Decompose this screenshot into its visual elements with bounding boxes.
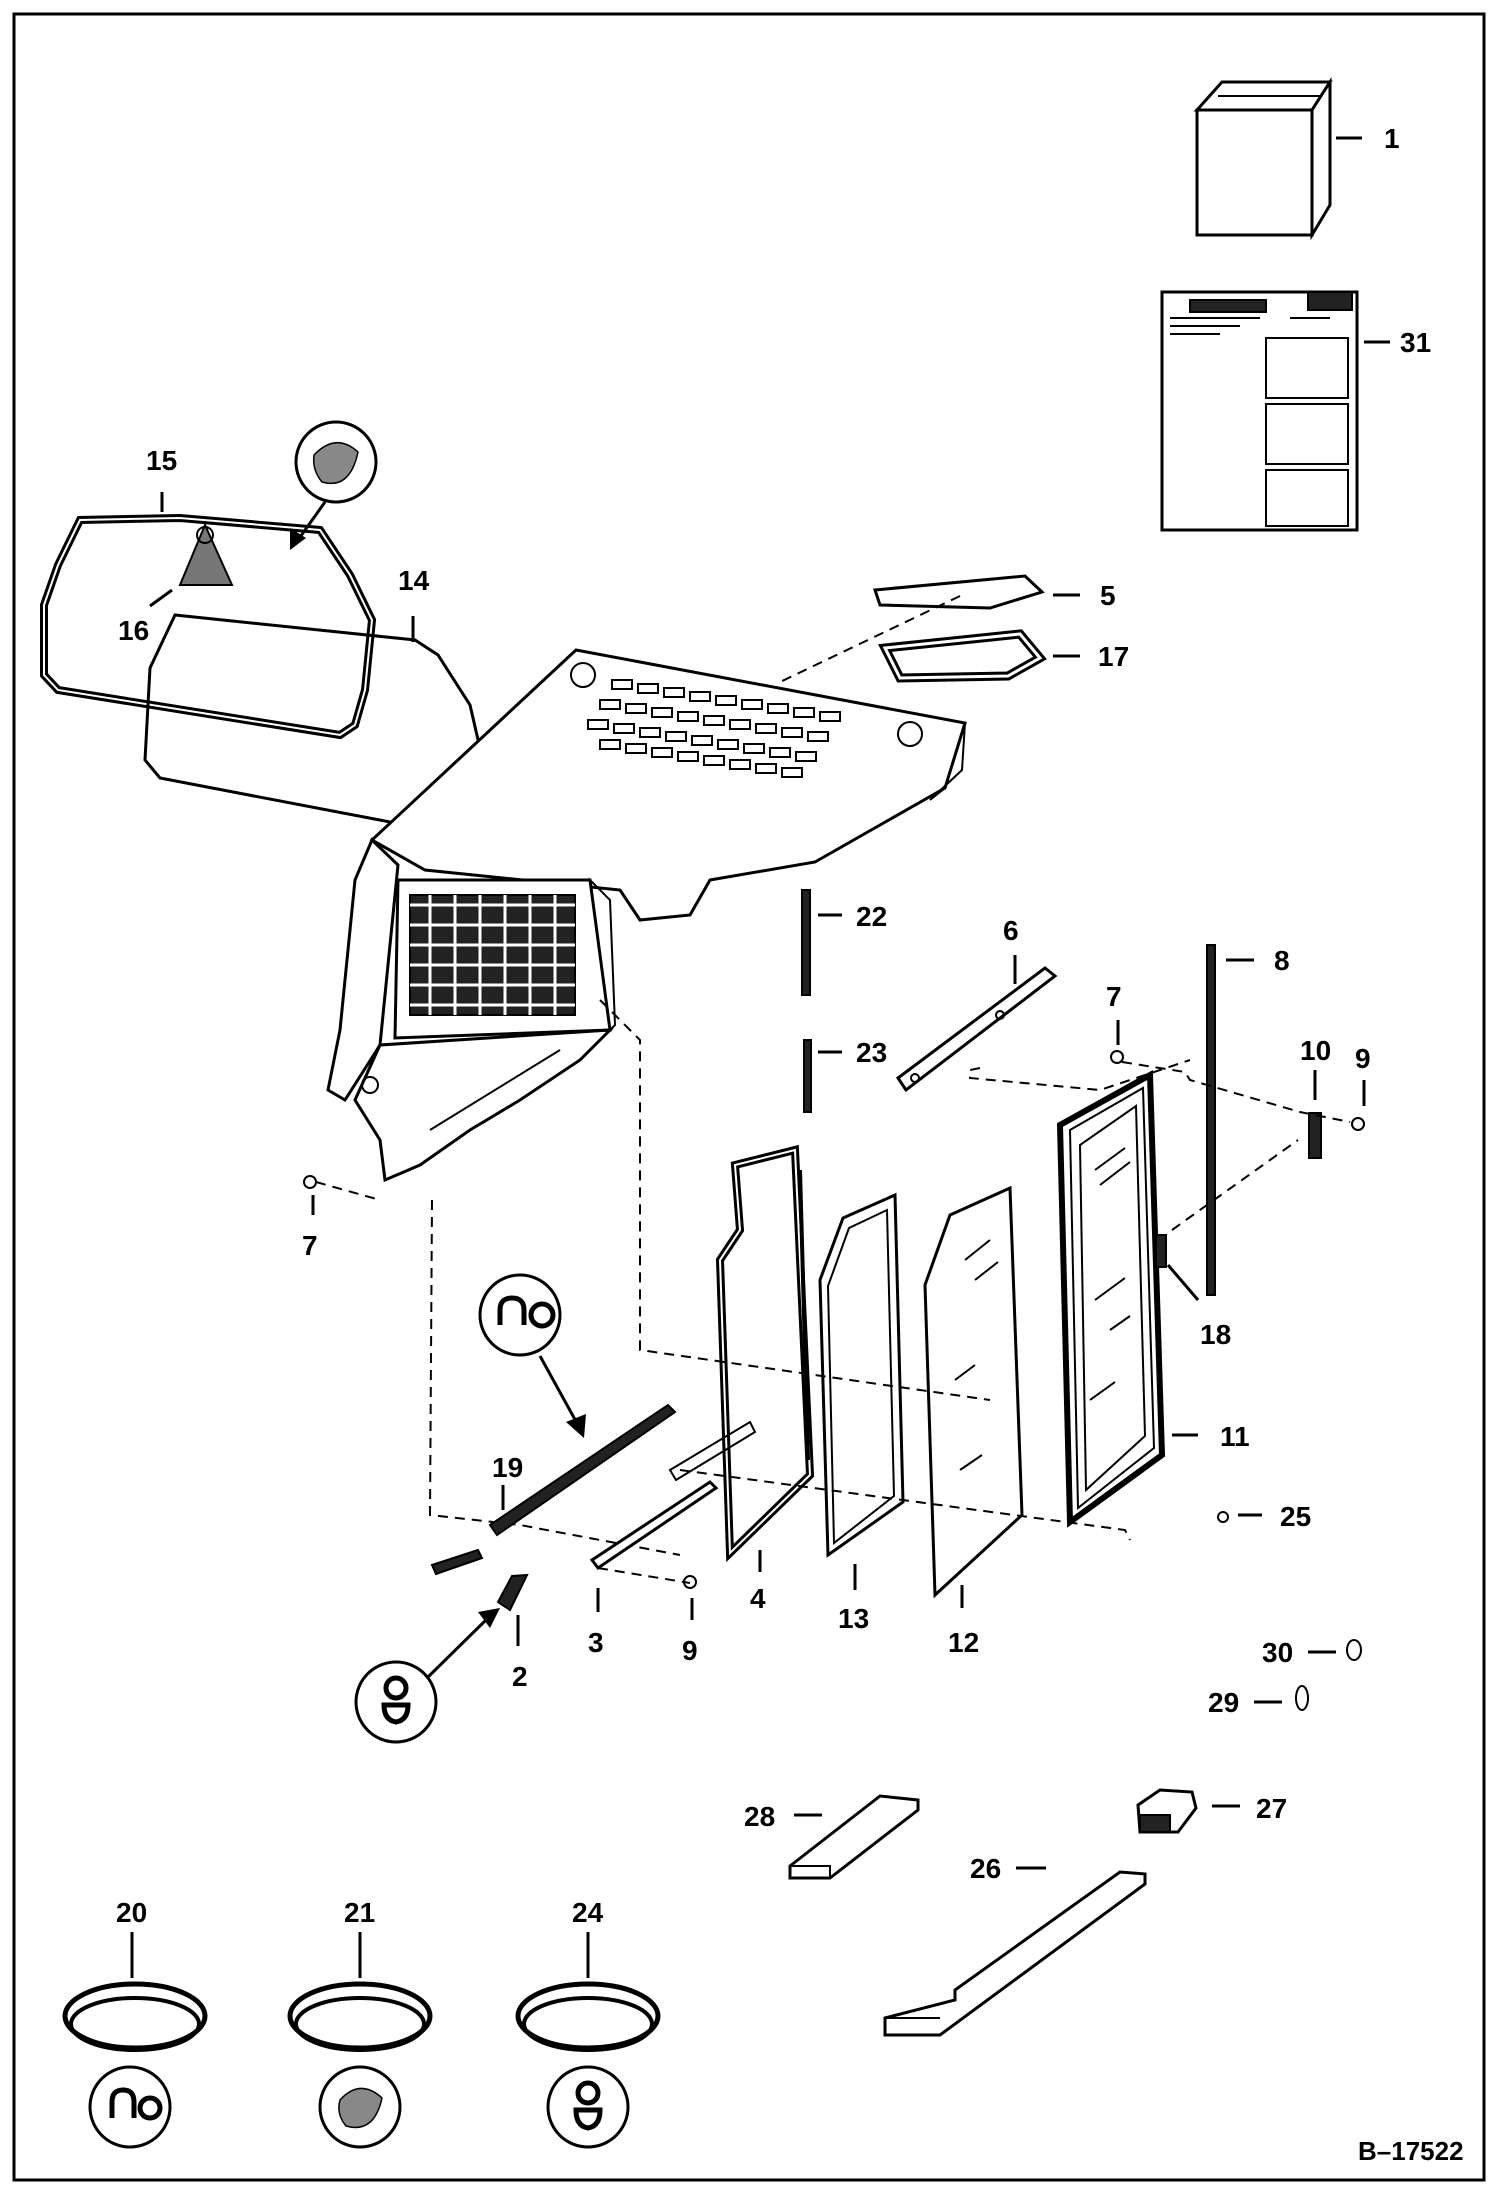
drawing-reference-number: B–17522: [1358, 2136, 1464, 2166]
callout-3: 3: [588, 1627, 604, 1658]
dash-cab-to-door: [599, 999, 991, 1401]
callout-13: 13: [838, 1603, 869, 1634]
arrow-to-15: [296, 501, 327, 541]
callout-22: 22: [856, 901, 887, 932]
seal-symbol-icon-upper: [478, 1273, 562, 1357]
callout-24: 24: [572, 1897, 604, 1928]
callout-8: 8: [1274, 945, 1290, 976]
roof-vent-slots: [587, 679, 841, 778]
part-6-hinge-bar: [895, 966, 1058, 1093]
callout-31: 31: [1400, 327, 1431, 358]
dash-upper-right: [1121, 1061, 1351, 1123]
part-31-instructions: [1160, 290, 1359, 532]
callout-4: 4: [750, 1583, 766, 1614]
part-7-fastener-left: [303, 1175, 381, 1201]
part-19-seal-strip: [488, 1403, 677, 1537]
part-1-box: [1193, 76, 1333, 241]
part-8-rod: [1206, 944, 1216, 1296]
rear-screen-grid: [409, 894, 576, 1016]
part-24-coil: [515, 1981, 661, 2052]
arrow-to-2: [426, 1616, 490, 1679]
diagram-border: [12, 12, 1486, 2182]
callout-18: 18: [1200, 1319, 1231, 1350]
callout-16: 16: [118, 615, 149, 646]
part-29-small-item: [1295, 1685, 1309, 1711]
part-30-small-item: [1346, 1639, 1362, 1661]
coil-21-sealant-icon: [318, 2065, 402, 2149]
part-25-small-item: [1217, 1511, 1229, 1523]
sealant-symbol-icon: [294, 420, 378, 504]
part-28-pad: [788, 1794, 920, 1880]
part-16-label-decal: [178, 522, 234, 586]
callout-2: 2: [512, 1661, 528, 1692]
part-7-fastener-right: [1110, 1050, 1124, 1064]
part-10-latch: [1308, 1112, 1322, 1159]
callout-7-right: 7: [1106, 981, 1122, 1012]
callout-15: 15: [146, 445, 177, 476]
callout-7-left: 7: [302, 1230, 318, 1261]
part-17-hatch-seal: [878, 629, 1047, 683]
part-9-nut-right: [1351, 1117, 1365, 1131]
callout-9-right: 9: [1355, 1043, 1371, 1074]
part-26-long-pad: [883, 1870, 1147, 2037]
callout-5: 5: [1100, 580, 1116, 611]
callout-21: 21: [344, 1897, 375, 1928]
coil-24-seal-icon: [546, 2065, 630, 2149]
part-4-door-seal: [715, 1144, 815, 1563]
part-11-door: [1056, 1069, 1167, 1528]
callout-9-bottom: 9: [682, 1635, 698, 1666]
callout-11: 11: [1220, 1421, 1250, 1452]
part-9-nut-bottom: [683, 1575, 697, 1589]
callout-25: 25: [1280, 1501, 1311, 1532]
coil-20-symbol-icon: [88, 2065, 172, 2149]
callout-26: 26: [970, 1853, 1001, 1884]
part-12-glass: [923, 1185, 1024, 1599]
arrowhead-2: [478, 1608, 500, 1628]
arrow-to-19: [538, 1355, 580, 1426]
callout-20: 20: [116, 1897, 147, 1928]
part-20-coil: [62, 1981, 208, 2052]
dash-bottom: [679, 1469, 1131, 1541]
callout-19: 19: [492, 1452, 523, 1483]
arrowhead-15: [290, 528, 306, 550]
part-13-frame: [818, 1192, 905, 1558]
leader-18: [1166, 1264, 1200, 1301]
callout-10: 10: [1300, 1035, 1331, 1066]
callout-6: 6: [1003, 915, 1019, 946]
part-27-block: [1136, 1788, 1198, 1834]
callout-30: 30: [1262, 1637, 1293, 1668]
callout-14: 14: [398, 565, 430, 596]
part-21-coil: [287, 1981, 433, 2052]
callout-28: 28: [744, 1801, 775, 1832]
callout-1: 1: [1384, 123, 1400, 154]
dash-left-bottom: [428, 1199, 681, 1556]
part-23-strip: [803, 1039, 812, 1113]
dash-hinge: [969, 1059, 1191, 1092]
callout-17: 17: [1098, 641, 1129, 672]
part-22-strip: [801, 889, 811, 996]
part-15-window-frame: [40, 513, 377, 740]
callout-12: 12: [948, 1627, 979, 1658]
dash-bottom-left: [597, 1567, 691, 1584]
seal-symbol-icon-lower: [354, 1660, 438, 1744]
callout-23: 23: [856, 1037, 887, 1068]
part-5-hatch-cover: [872, 574, 1045, 610]
arrowhead-19: [566, 1414, 586, 1438]
dash-door-latch: [1171, 1139, 1299, 1231]
leader-16: [149, 588, 173, 608]
callout-29: 29: [1208, 1687, 1239, 1718]
callout-27: 27: [1256, 1793, 1287, 1824]
part-2-seal-pieces: [430, 1548, 529, 1612]
part-3-strip: [589, 1420, 757, 1571]
